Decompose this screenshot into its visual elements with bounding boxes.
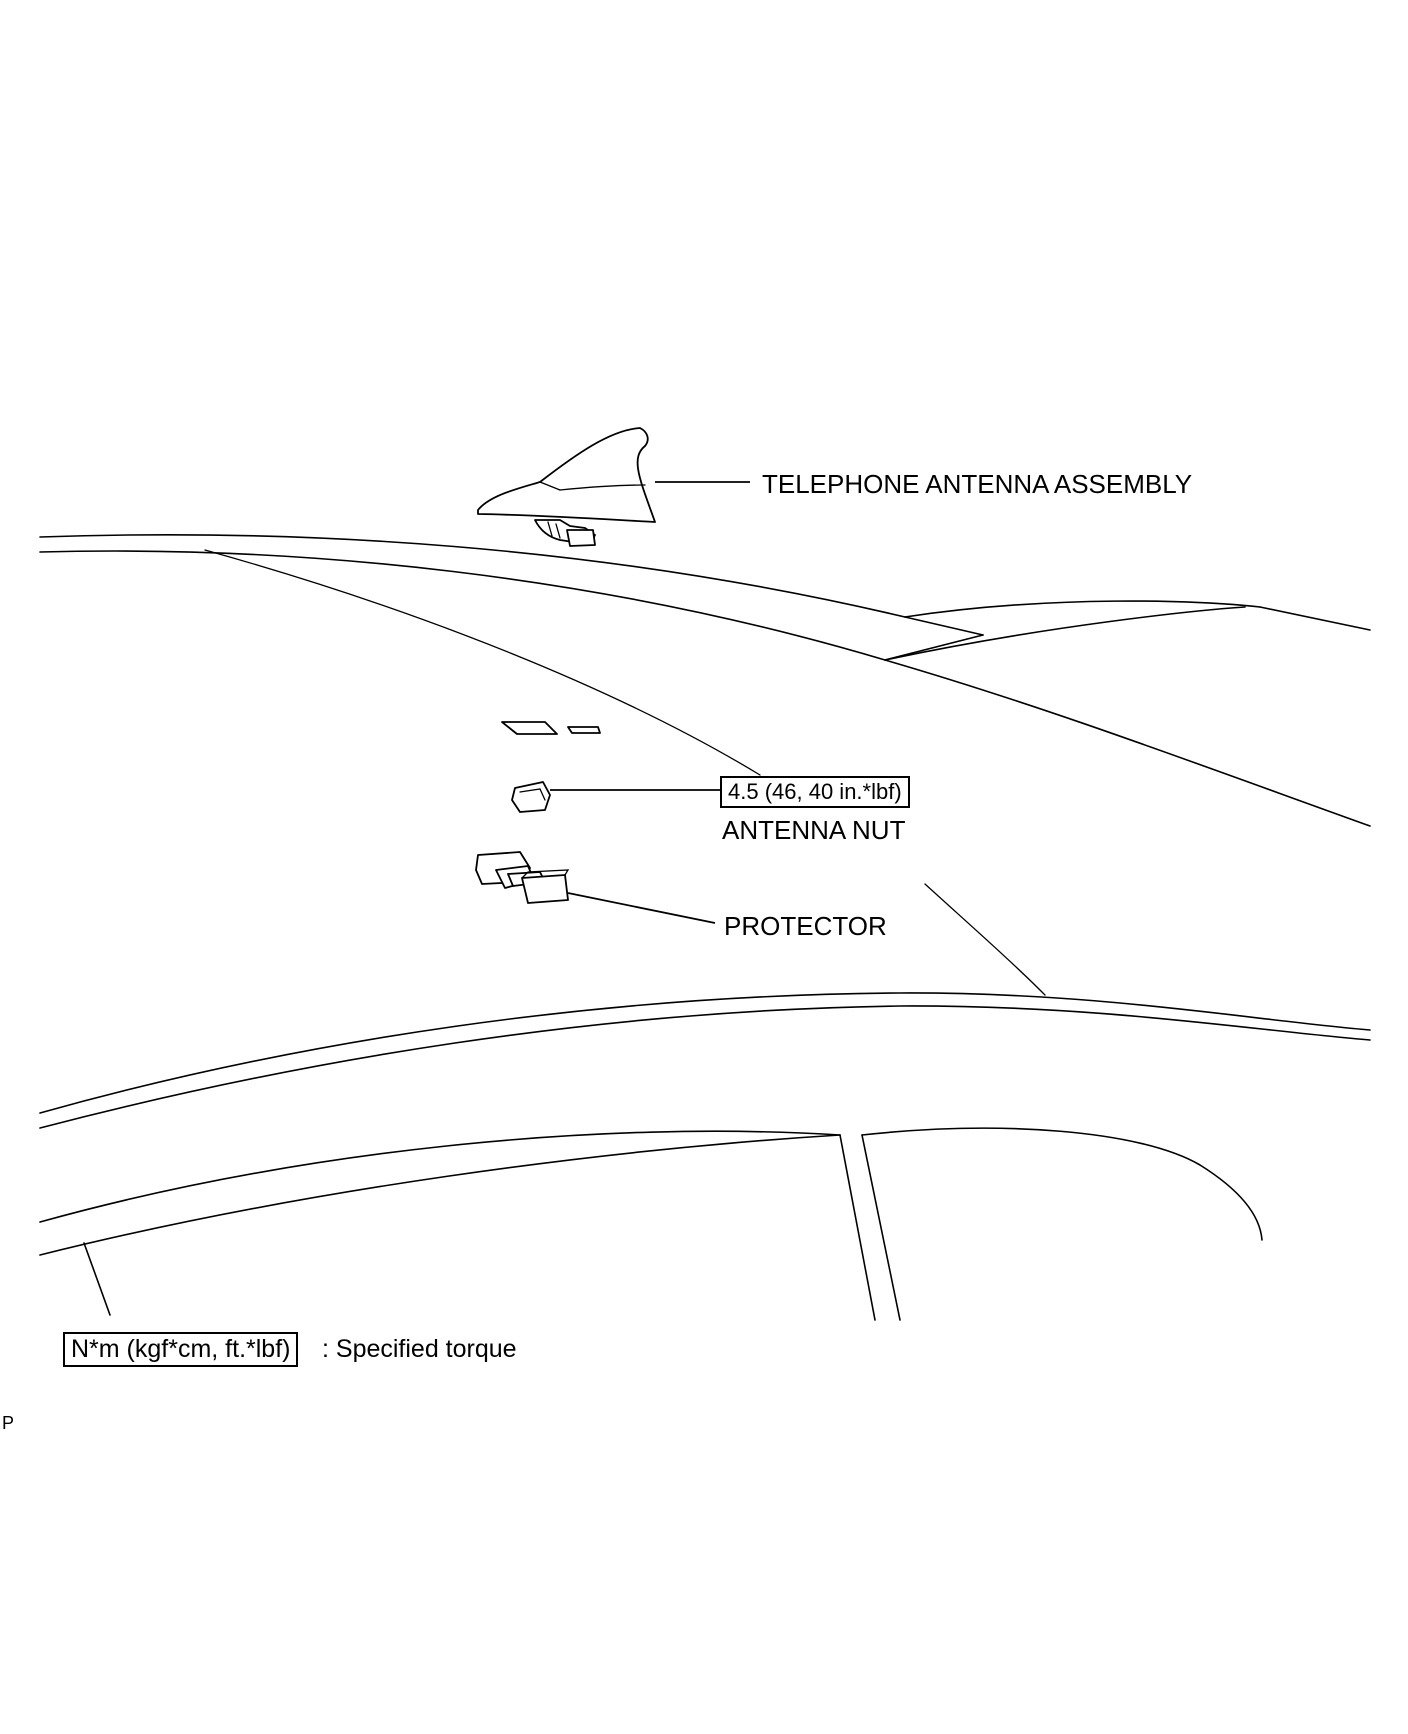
antenna-assembly-part <box>477 427 656 547</box>
leader-lines <box>550 481 750 924</box>
label-protector: PROTECTOR <box>724 911 887 941</box>
gasket-parts <box>501 721 601 735</box>
corner-mark: P <box>2 1413 15 1433</box>
protector-part <box>475 851 570 904</box>
torque-value-box: 4.5 (46, 40 in.*lbf) <box>720 776 910 808</box>
torque-legend-text: : Specified torque <box>322 1335 517 1363</box>
torque-unit-legend-box: N*m (kgf*cm, ft.*lbf) <box>63 1332 299 1367</box>
antenna-nut-part <box>511 781 551 813</box>
door-frames <box>39 1127 1263 1321</box>
label-antenna-nut: ANTENNA NUT <box>722 815 906 845</box>
label-telephone-antenna-assembly: TELEPHONE ANTENNA ASSEMBLY <box>762 469 1193 499</box>
roof-outline <box>39 534 1371 827</box>
roof-rail <box>39 883 1371 1129</box>
